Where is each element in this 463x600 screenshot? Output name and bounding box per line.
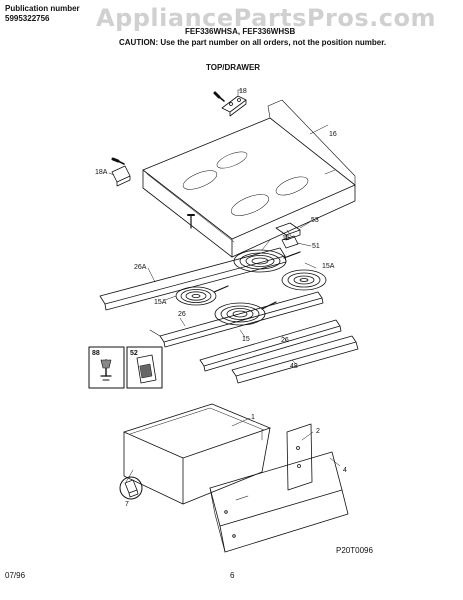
- part-7-drawer-stop-inset: [119, 469, 143, 500]
- callout-53: 53: [311, 217, 319, 224]
- revision-date: 07/96: [5, 571, 26, 580]
- leader-48: [291, 359, 297, 365]
- callout-88: 88: [92, 350, 100, 357]
- section-title: TOP/DRAWER: [206, 63, 261, 72]
- part-26a-rail: [99, 247, 287, 311]
- callout-2: 2: [316, 428, 320, 435]
- inset-box-88: [88, 346, 125, 389]
- callout-18: 18: [239, 88, 247, 95]
- figure-code: P20T0096: [336, 546, 373, 555]
- caution-note: CAUTION: Use the part number on all orde…: [119, 38, 387, 47]
- leader-15-mid: [239, 329, 246, 338]
- callout-51: 51: [312, 243, 320, 250]
- callout-48: 48: [290, 363, 298, 370]
- callout-15a-right: 15A: [322, 263, 335, 270]
- callout-26-right: 26: [281, 337, 289, 344]
- leader-26-right: [281, 335, 289, 343]
- leader-26a: [147, 267, 156, 283]
- publication-number-label: Publication number: [5, 4, 80, 13]
- callout-15a-left: 15A: [154, 299, 167, 306]
- screw-icon: [111, 157, 125, 165]
- part-51-clip: [281, 235, 299, 249]
- leader-lines-terminal: [286, 221, 312, 247]
- callout-52: 52: [130, 350, 138, 357]
- callout-4: 4: [343, 467, 347, 474]
- leader-15-top: [261, 239, 271, 251]
- part-4-drawer-front-panel: [209, 451, 349, 553]
- surface-burner-small-right: [281, 269, 327, 291]
- publication-number: 5995322756: [5, 14, 50, 23]
- callout-1: 1: [251, 414, 255, 421]
- leader-18: [237, 89, 243, 96]
- callout-15-top: 15: [282, 235, 290, 242]
- watermark: AppliancePartsPros.com: [96, 4, 436, 32]
- callout-26-left: 26: [178, 311, 186, 318]
- part-18-bracket: [221, 95, 247, 117]
- inset-box-52: [126, 346, 163, 389]
- page-number: 6: [230, 571, 235, 580]
- leader-15a-left: [164, 295, 177, 301]
- part-48-trim: [231, 335, 359, 384]
- leader-26-left: [179, 317, 186, 327]
- callout-15-mid: 15: [242, 336, 250, 343]
- part-26-rail-left: [149, 291, 324, 348]
- part-16-cooktop: [142, 99, 356, 258]
- surface-burner-large-rear: [233, 249, 301, 273]
- screw-icon: [187, 214, 195, 229]
- part-1-drawer-body: [123, 403, 271, 505]
- callout-16: 16: [329, 131, 337, 138]
- screw-icon: [213, 91, 225, 102]
- model-numbers: FEF336WHSA, FEF336WHSB: [185, 27, 296, 36]
- callout-26a: 26A: [134, 264, 147, 271]
- part-53-terminal-block: [275, 222, 301, 241]
- callout-7: 7: [125, 501, 129, 508]
- callout-18a: 18A: [95, 169, 108, 176]
- leader-1: [231, 417, 251, 427]
- surface-burner-small-left: [175, 285, 229, 306]
- leader-18a: [108, 172, 115, 176]
- part-2-drawer-rail: [286, 423, 314, 491]
- part-26-rail-right: [199, 319, 342, 372]
- leader-16: [309, 124, 329, 135]
- leader-15a-right: [304, 262, 317, 269]
- part-18a-bracket: [111, 165, 131, 187]
